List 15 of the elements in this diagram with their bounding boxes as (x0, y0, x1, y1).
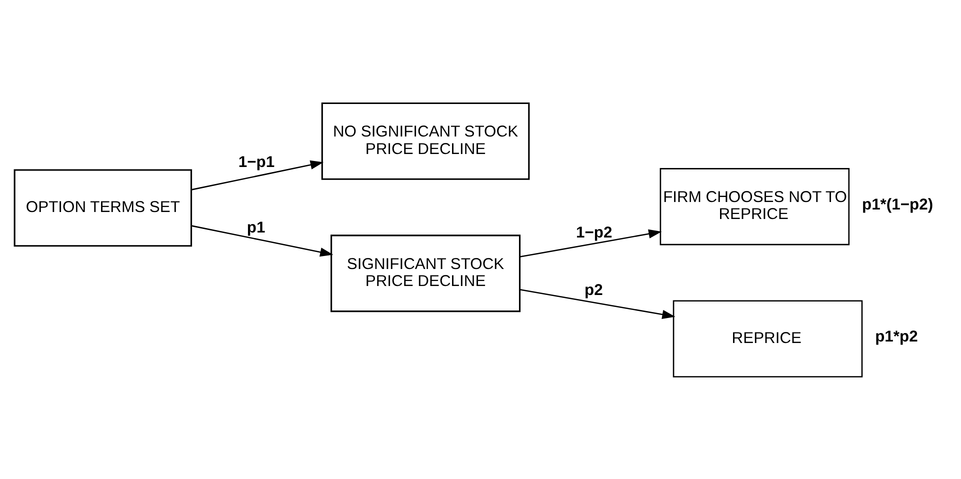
edge-label: p2 (584, 282, 603, 299)
arrow (520, 228, 662, 257)
node-label: p1*(1−p2) (862, 196, 934, 213)
arrow (192, 224, 334, 256)
edge-label: 1−p2 (576, 224, 612, 242)
node-box: FIRM CHOOSES NOT TO REPRICE (660, 168, 850, 245)
node-box: NO SIGNIFICANT STOCK PRICE DECLINE (321, 102, 530, 180)
node-label: p1*p2 (875, 328, 918, 346)
arrow (520, 288, 676, 318)
node-box: OPTION TERMS SET (14, 168, 192, 246)
node-box: SIGNIFICANT STOCK PRICE DECLINE (330, 234, 521, 312)
edge-label: 1−p1 (238, 153, 275, 170)
node-box: REPRICE (672, 300, 863, 377)
arrow (192, 160, 324, 190)
edge-label: p1 (246, 218, 266, 236)
